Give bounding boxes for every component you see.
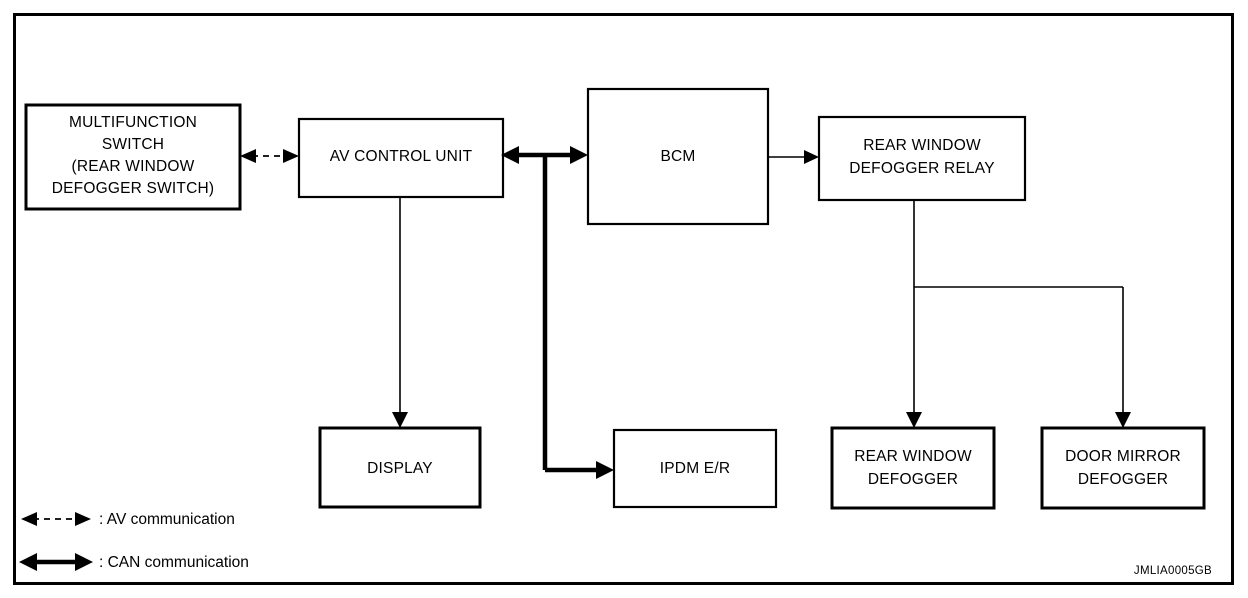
bcm-label: BCM: [660, 148, 695, 165]
block-multifunction-switch: MULTIFUNCTION SWITCH (REAR WINDOW DEFOGG…: [24, 103, 242, 211]
legend-item-av-communication: : AV communication: [21, 511, 235, 528]
rear-window-defogger-box: [830, 426, 996, 510]
legend-arrowhead-right-can: [75, 553, 93, 571]
legend-item-can-communication: : CAN communication: [19, 553, 249, 571]
arrowhead-relay: [804, 150, 819, 164]
rear-window-defogger-label-line-2: DEFOGGER: [868, 471, 958, 488]
arrowhead-left-av: [240, 149, 256, 163]
arrowhead-display: [392, 412, 408, 428]
connector-relay-to-defoggers: [906, 200, 1131, 428]
block-ipdm-er: IPDM E/R: [612, 428, 778, 509]
display-label: DISPLAY: [367, 460, 433, 477]
outer-frame: [13, 13, 1234, 585]
door-mirror-defogger-label-line-2: DEFOGGER: [1078, 471, 1168, 488]
block-av-control-unit: AV CONTROL UNIT: [297, 117, 505, 199]
connector-can-bus: [501, 146, 614, 479]
av-control-unit-label: AV CONTROL UNIT: [330, 148, 473, 165]
arrowhead-door-mirror-defogger: [1115, 412, 1131, 428]
arrowhead-right-av: [283, 149, 299, 163]
ipdm-er-label: IPDM E/R: [660, 460, 731, 477]
rear-window-defogger-label-line-1: REAR WINDOW: [854, 448, 972, 465]
connector-av-communication: [240, 149, 299, 163]
multifunction-switch-label-line-3: (REAR WINDOW: [72, 158, 195, 175]
figure-id-label: JMLIA0005GB: [1134, 565, 1212, 577]
av-control-unit-box: [297, 117, 505, 199]
door-mirror-defogger-box: [1040, 426, 1206, 510]
multifunction-switch-box: [24, 103, 242, 211]
arrowhead-rear-window-defogger: [906, 412, 922, 428]
multifunction-switch-label-line-4: DEFOGGER SWITCH): [52, 180, 215, 197]
rear-window-defogger-relay-label-line-1: REAR WINDOW: [863, 137, 981, 154]
arrowhead-ipdm-can: [596, 461, 614, 479]
legend-label-av-communication: : AV communication: [99, 511, 235, 528]
ipdm-er-box: [612, 428, 778, 509]
connector-av-to-display: [392, 197, 408, 428]
block-bcm: BCM: [586, 87, 770, 226]
legend-label-can-communication: : CAN communication: [99, 554, 249, 571]
rear-window-defogger-relay-label-line-2: DEFOGGER RELAY: [849, 160, 995, 177]
block-rear-window-defogger-relay: REAR WINDOW DEFOGGER RELAY: [817, 115, 1027, 202]
block-rear-window-defogger: REAR WINDOW DEFOGGER: [830, 426, 996, 510]
arrowhead-left-can: [501, 146, 519, 164]
legend: : AV communication : CAN communication: [19, 511, 249, 571]
legend-arrowhead-left-av: [21, 512, 37, 526]
legend-arrowhead-right-av: [75, 512, 91, 526]
door-mirror-defogger-label-line-1: DOOR MIRROR: [1065, 448, 1181, 465]
rear-window-defogger-relay-box: [817, 115, 1027, 202]
connector-bcm-to-relay: [768, 150, 819, 164]
arrowhead-right-can: [570, 146, 588, 164]
multifunction-switch-label-line-1: MULTIFUNCTION: [69, 114, 197, 131]
block-display: DISPLAY: [318, 426, 482, 509]
legend-arrowhead-left-can: [19, 553, 37, 571]
multifunction-switch-label-line-2: SWITCH: [102, 136, 164, 153]
block-door-mirror-defogger: DOOR MIRROR DEFOGGER: [1040, 426, 1206, 510]
